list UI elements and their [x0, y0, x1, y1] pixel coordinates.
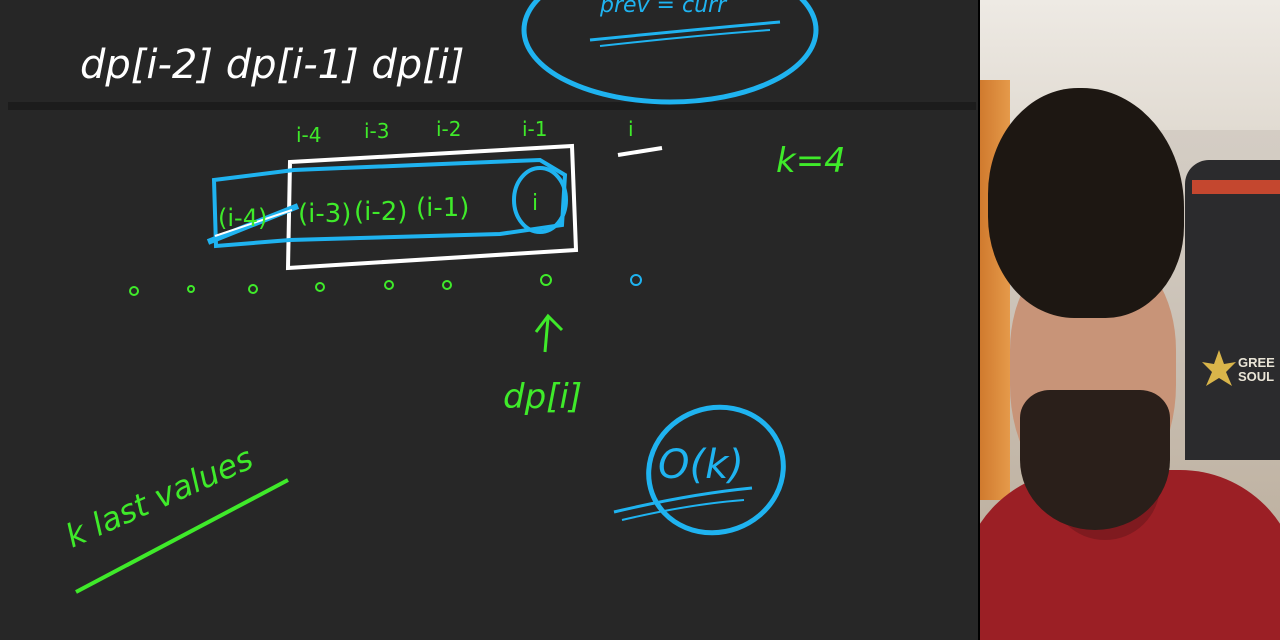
white-window-box [285, 143, 579, 271]
cell-i-1: (i-1) [416, 193, 469, 223]
brand-line-2: SOUL [1238, 369, 1275, 384]
blue-window-box [211, 157, 568, 249]
cell-i-2: (i-2) [354, 197, 407, 227]
k-last-values-text: k last values [60, 439, 259, 555]
cell-i-3: (i-3) [298, 199, 351, 229]
top-formula: dp[i-2] dp[i-1] dp[i] [80, 42, 465, 88]
whiteboard-divider [8, 102, 976, 110]
index-i-3: i-3 [364, 119, 390, 143]
cell-i: i [532, 191, 538, 216]
top-ellipse: prev = curr [521, 0, 819, 105]
index-i-2: i-2 [436, 117, 462, 141]
index-i: i [628, 117, 634, 141]
window-index-row: i-4 i-3 i-2 i-1 i [296, 117, 663, 157]
k-last-values-note: k last values [60, 439, 289, 594]
index-i-4: i-4 [296, 123, 322, 147]
webcam-feed: GREE SOUL [980, 0, 1280, 640]
gaming-chair [1185, 160, 1280, 460]
index-i-1: i-1 [522, 117, 548, 141]
arrow-up [534, 313, 564, 353]
cell-i-4: (i-4) [218, 204, 267, 232]
partial-top-text: prev = curr [599, 0, 728, 18]
green-soul-logo-icon [1202, 350, 1236, 386]
whiteboard-canvas[interactable]: prev = curr dp[i-2] dp[i-1] dp[i] i-4 i-… [0, 0, 978, 640]
complexity-annotation: O(k) [613, 404, 786, 536]
current-cell-circle [512, 166, 568, 234]
presenter-beard [1020, 390, 1170, 530]
brand-line-1: GREE [1238, 355, 1275, 370]
presenter-hair [988, 88, 1184, 318]
k-value-label: k=4 [776, 141, 846, 181]
dp-label: dp[i] [503, 377, 582, 417]
window-cells: (i-4) (i-3) (i-2) (i-1) i [218, 166, 568, 234]
complexity-label: O(k) [658, 442, 744, 488]
array-dots [129, 274, 642, 296]
chair-stripe [1192, 180, 1280, 194]
chair-brand-text: GREE SOUL [1238, 356, 1280, 384]
whiteboard-ink-layer: prev = curr dp[i-2] dp[i-1] dp[i] i-4 i-… [60, 0, 846, 594]
